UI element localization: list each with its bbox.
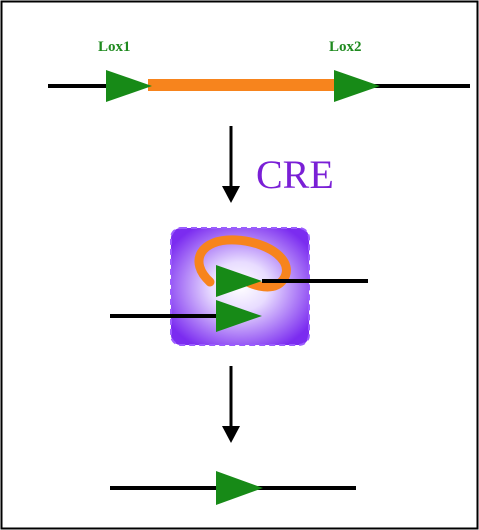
lox-lower-triangle-icon <box>216 300 262 332</box>
floxed-segment <box>148 79 334 91</box>
arrow-to-recombination <box>222 126 240 203</box>
initial-construct: Lox1 Lox2 <box>48 39 470 102</box>
excised-loop <box>194 235 291 292</box>
recombined-product <box>110 471 356 505</box>
lox1-label: Lox1 <box>98 39 131 55</box>
remaining-lox-triangle-icon <box>216 471 263 505</box>
recombination-complex <box>110 227 368 346</box>
lox2-triangle-icon <box>334 70 380 102</box>
lox2-label: Lox2 <box>329 39 362 55</box>
lox-upper-triangle-icon <box>216 265 262 297</box>
cre-enzyme-label: CRE <box>256 152 334 197</box>
lox1-triangle-icon <box>106 70 152 102</box>
arrow-to-product <box>222 366 240 443</box>
